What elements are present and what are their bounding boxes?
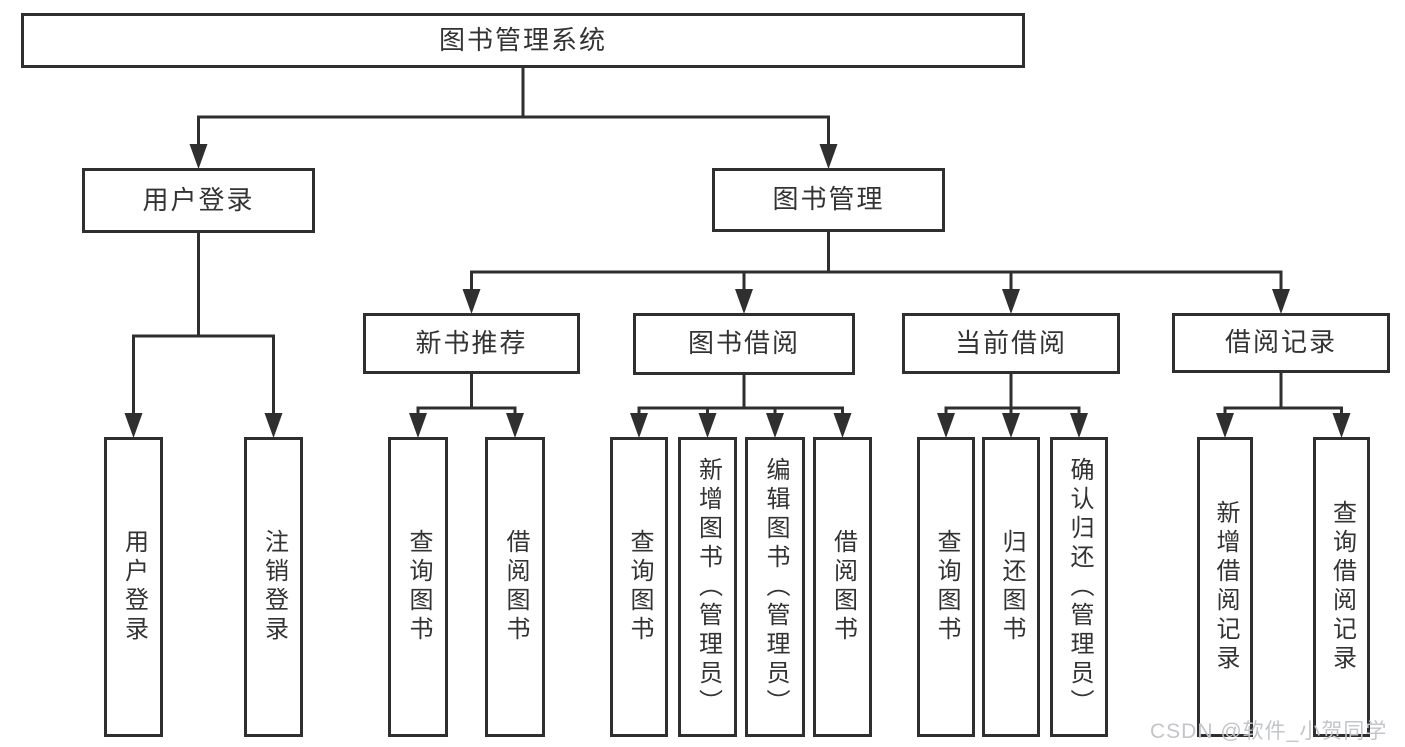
node-label: 注销登录 — [260, 529, 288, 645]
node-label: 当前借阅 — [954, 327, 1067, 358]
node-label: 编辑图书（管理员） — [762, 456, 789, 718]
node-logout-op: 注销登录 — [244, 437, 303, 737]
node-edit-books-admin: 编辑图书（管理员） — [745, 437, 805, 737]
node-label: 新增借阅记录 — [1212, 500, 1239, 674]
node-query-books-recommend: 查询图书 — [388, 437, 448, 737]
node-current-borrowing: 当前借阅 — [902, 313, 1120, 374]
node-label: 图书借阅 — [687, 328, 800, 359]
node-label: 用户登录 — [142, 184, 255, 215]
node-login-op: 用户登录 — [104, 437, 163, 737]
node-label: 查询图书 — [933, 529, 960, 645]
node-label: 确认归还（管理员） — [1066, 456, 1093, 718]
node-user-login: 用户登录 — [82, 168, 315, 233]
node-query-books-current: 查询图书 — [917, 437, 975, 737]
node-label: 查询图书 — [405, 529, 432, 645]
watermark: CSDN @软件_小贺同学 — [1150, 720, 1388, 743]
node-label: 借阅图书 — [502, 529, 529, 645]
node-label: 借阅图书 — [829, 529, 857, 645]
node-query-books-borrowing: 查询图书 — [610, 437, 668, 737]
node-borrow-books-recommend: 借阅图书 — [485, 437, 545, 737]
node-new-book-recommend: 新书推荐 — [363, 313, 580, 374]
node-borrow-records: 借阅记录 — [1172, 313, 1390, 373]
node-book-borrowing: 图书借阅 — [633, 313, 855, 375]
node-label: 图书管理系统 — [438, 24, 607, 55]
node-label: 归还图书 — [998, 529, 1025, 645]
node-return-books: 归还图书 — [982, 437, 1040, 737]
node-label: 借阅记录 — [1224, 327, 1337, 358]
node-confirm-return-admin: 确认归还（管理员） — [1050, 437, 1108, 737]
node-query-borrow-record: 查询借阅记录 — [1313, 437, 1370, 737]
node-label: 查询图书 — [626, 529, 653, 645]
node-borrow-books-op: 借阅图书 — [813, 437, 872, 737]
node-label: 用户登录 — [120, 529, 148, 645]
node-label: 查询借阅记录 — [1328, 500, 1356, 674]
node-label: 新书推荐 — [415, 327, 528, 358]
node-label: 图书管理 — [772, 184, 885, 215]
node-book-management: 图书管理 — [712, 168, 945, 232]
node-label: 新增图书（管理员） — [694, 456, 722, 718]
node-add-books-admin: 新增图书（管理员） — [678, 437, 737, 737]
node-add-borrow-record: 新增借阅记录 — [1197, 437, 1253, 737]
node-library-system: 图书管理系统 — [21, 13, 1025, 68]
